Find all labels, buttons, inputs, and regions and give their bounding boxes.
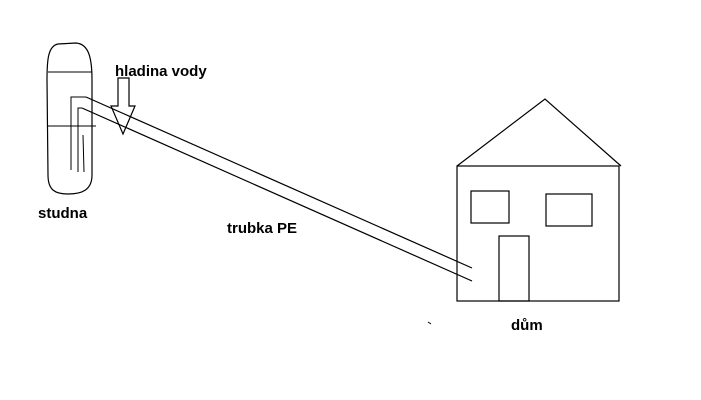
house-door <box>498 235 530 302</box>
house <box>456 98 622 302</box>
house-window-left <box>470 190 510 224</box>
house-roof <box>456 98 622 167</box>
well-inner-pipe-right <box>82 134 85 173</box>
pipe <box>81 96 473 282</box>
pipe-upper-line <box>85 96 473 269</box>
well-outline <box>46 42 93 195</box>
house-body <box>456 165 620 302</box>
well-inner-pipe-inner <box>77 107 82 172</box>
water-level-arrow <box>110 77 136 136</box>
stray-mark <box>427 321 432 325</box>
label-well: studna <box>38 205 88 222</box>
house-window-right <box>545 193 593 227</box>
well-inner-pipe <box>70 96 86 170</box>
label-water-level: hladina vody <box>115 63 207 80</box>
label-pipe: trubka PE <box>227 220 297 237</box>
well <box>46 42 96 195</box>
label-house: dům <box>511 317 543 334</box>
pipe-lower-line <box>81 107 473 282</box>
